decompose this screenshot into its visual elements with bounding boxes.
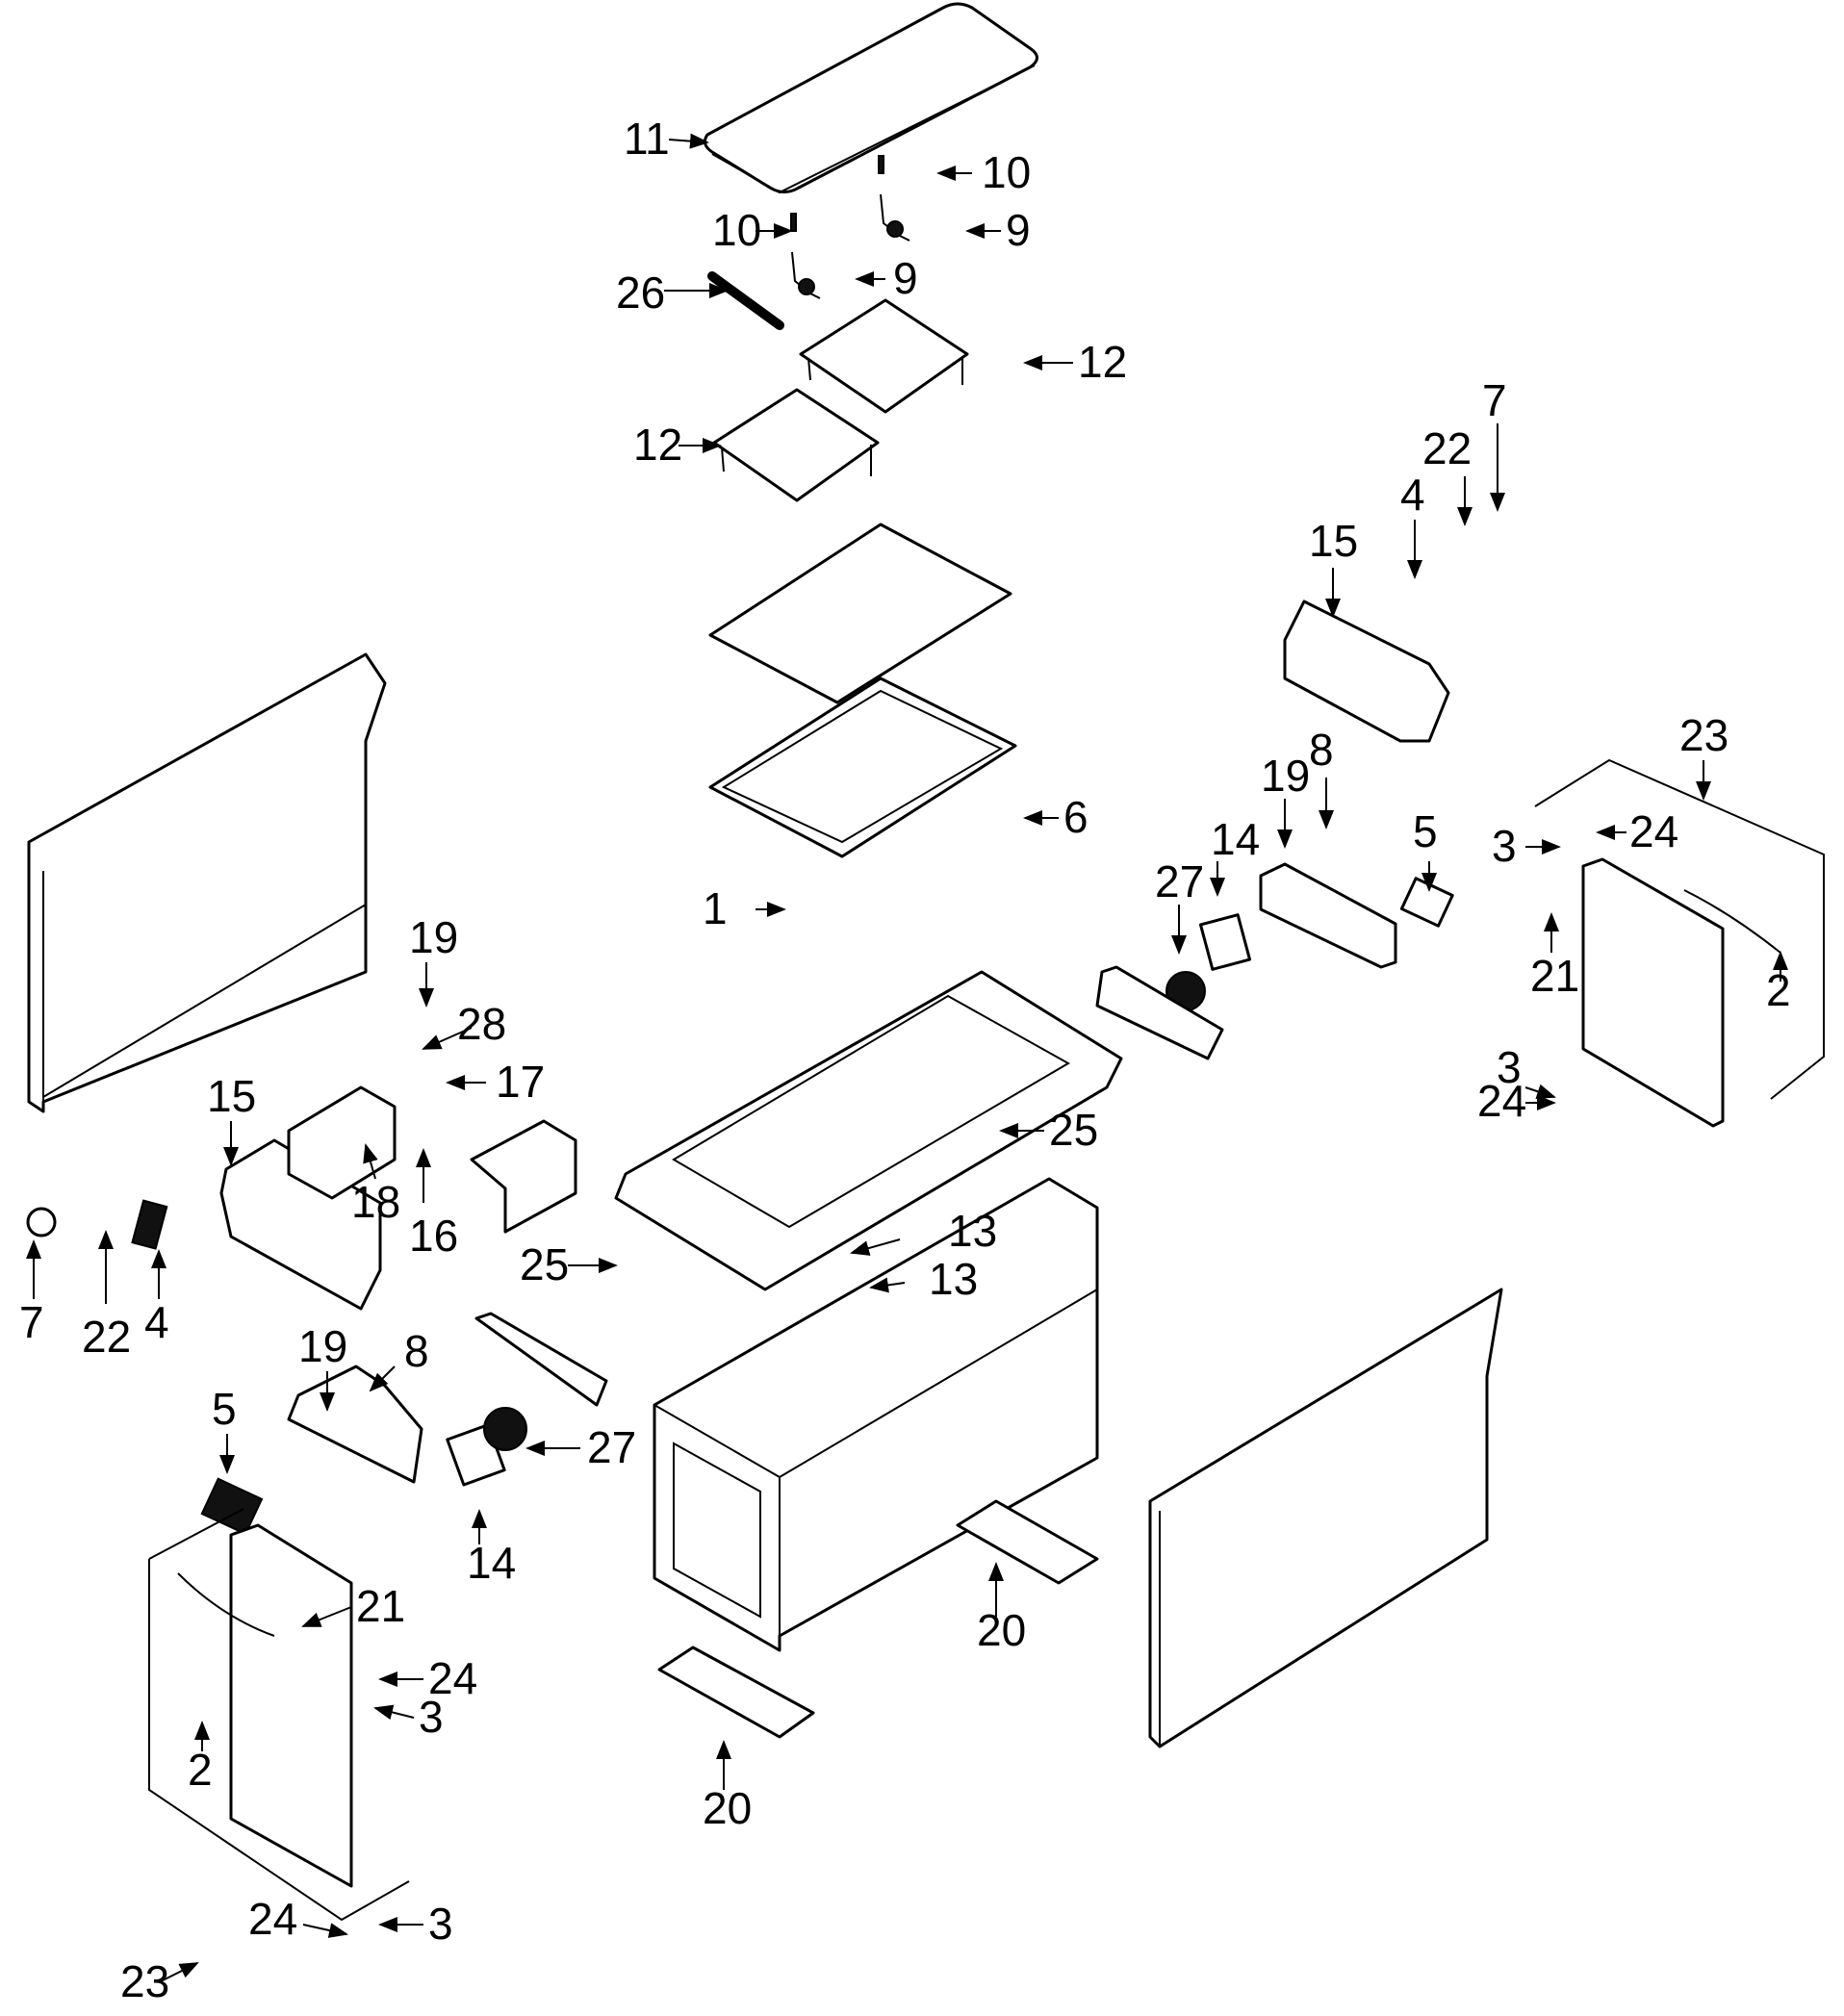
callout-label-20: 20 <box>977 1605 1026 1655</box>
callout-label-1: 1 <box>703 883 728 933</box>
callout-label-8: 8 <box>1309 725 1334 775</box>
part-door-left <box>148 1508 410 1922</box>
callout-label-7: 7 <box>19 1297 44 1347</box>
callout-label-13: 13 <box>929 1254 978 1304</box>
leader-line-13 <box>850 1238 901 1256</box>
callout-label-22: 22 <box>82 1312 131 1362</box>
part-tray-lower <box>708 676 1017 858</box>
part-right-side-panel <box>1148 1288 1503 1748</box>
callout-label-19: 19 <box>409 912 458 962</box>
callout-label-2: 2 <box>188 1745 213 1795</box>
callout-label-24: 24 <box>1477 1076 1526 1126</box>
callout-label-3: 3 <box>1497 1042 1522 1092</box>
callout-label-19: 19 <box>1261 751 1310 801</box>
part-relay-right <box>1399 877 1454 928</box>
part-fan-bracket-right <box>1259 862 1397 969</box>
callout-label-27: 27 <box>587 1422 636 1472</box>
callout-label-3: 3 <box>1492 821 1517 871</box>
part-plate-lower <box>712 388 880 502</box>
part-cabinet <box>653 1177 1099 1652</box>
callout-label-5: 5 <box>212 1384 237 1434</box>
callout-label-8: 8 <box>404 1326 429 1376</box>
callout-label-23: 23 <box>1679 710 1729 760</box>
callout-label-21: 21 <box>356 1581 405 1631</box>
part-grill-left <box>131 1199 168 1250</box>
callout-label-25: 25 <box>520 1239 569 1289</box>
callout-label-27: 27 <box>1155 856 1204 906</box>
leader-line-13 <box>869 1277 906 1293</box>
callout-label-2: 2 <box>1766 965 1791 1015</box>
callout-label-23: 23 <box>120 1956 169 2006</box>
callout-label-6: 6 <box>1063 792 1088 842</box>
leader-line-3 <box>373 1704 415 1721</box>
part-screws <box>790 155 910 299</box>
callout-label-12: 12 <box>1078 337 1127 387</box>
part-left-side-panel <box>27 652 387 1113</box>
part-fan-right <box>1198 913 1252 971</box>
callout-label-24: 24 <box>1629 806 1678 856</box>
part-door-right <box>1534 758 1825 1128</box>
callout-label-15: 15 <box>1309 516 1358 566</box>
part-rail-right <box>1095 965 1224 1060</box>
callout-label-14: 14 <box>1211 814 1260 864</box>
part-control-panel-right <box>1283 600 1450 743</box>
callout-label-11: 11 <box>624 114 670 164</box>
callout-label-9: 9 <box>893 253 918 303</box>
callout-label-24: 24 <box>248 1894 297 1944</box>
callout-label-19: 19 <box>298 1321 347 1371</box>
callout-label-14: 14 <box>467 1538 516 1588</box>
part-tray-upper <box>708 523 1012 704</box>
leader-line-11 <box>668 133 709 149</box>
part-relay-left <box>200 1477 264 1536</box>
callout-label-13: 13 <box>948 1206 997 1256</box>
leader-line-3 <box>1524 1084 1556 1099</box>
part-fan-guard-left <box>483 1407 527 1451</box>
callout-label-5: 5 <box>1413 806 1438 856</box>
callout-label-3: 3 <box>428 1899 453 1949</box>
callout-label-4: 4 <box>1400 470 1425 520</box>
leader-line-18 <box>363 1143 378 1180</box>
part-strip <box>707 271 784 330</box>
part-cover-box <box>470 1119 577 1234</box>
callout-label-20: 20 <box>703 1783 752 1833</box>
callout-label-15: 15 <box>207 1071 256 1121</box>
leader-line-8 <box>369 1365 396 1392</box>
leader-line-28 <box>422 1027 473 1050</box>
callout-label-22: 22 <box>1422 423 1472 473</box>
callout-label-18: 18 <box>351 1177 400 1227</box>
callout-label-10: 10 <box>982 147 1031 197</box>
leader-line-21 <box>301 1606 352 1627</box>
callout-label-7: 7 <box>1482 375 1507 425</box>
leader-line-23 <box>158 1962 199 1983</box>
callout-label-4: 4 <box>144 1297 169 1347</box>
callout-label-26: 26 <box>616 268 665 318</box>
callout-label-25: 25 <box>1049 1105 1098 1155</box>
part-top-frame <box>614 970 1123 1291</box>
part-switch-left <box>26 1207 57 1238</box>
callout-label-12: 12 <box>633 420 682 470</box>
part-fan-bracket-left <box>287 1365 423 1484</box>
callout-label-10: 10 <box>712 205 761 255</box>
callout-label-3: 3 <box>419 1692 444 1742</box>
part-rail-left <box>474 1312 608 1407</box>
part-plate-upper <box>799 298 969 414</box>
part-base-rail-upper <box>956 1499 1099 1585</box>
callout-label-16: 16 <box>409 1211 458 1261</box>
part-base-rail-lower <box>657 1646 815 1739</box>
leader-line-24 <box>302 1923 348 1938</box>
callout-label-21: 21 <box>1530 951 1579 1001</box>
callout-label-17: 17 <box>496 1057 545 1107</box>
part-bracket <box>287 1085 397 1200</box>
callout-label-24: 24 <box>428 1653 477 1703</box>
callout-label-28: 28 <box>457 999 506 1049</box>
callout-label-9: 9 <box>1006 205 1031 255</box>
